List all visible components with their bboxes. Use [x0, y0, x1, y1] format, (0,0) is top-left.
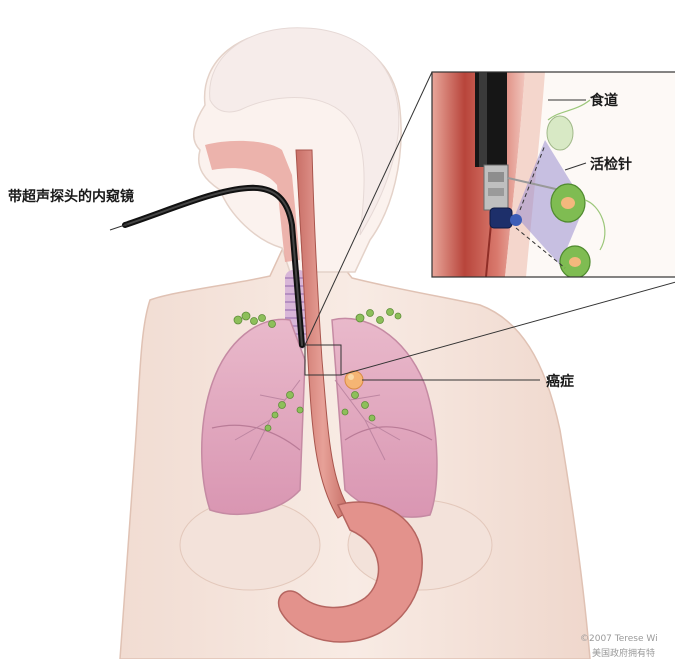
esophagus-label: 食道 [590, 90, 618, 110]
credit-line-2: 美国政府拥有特 [592, 646, 655, 659]
inset-magnified-view [432, 72, 675, 278]
credit-line-1: ©2007 Terese Wi [580, 634, 658, 644]
endoscope-label: 带超声探头的内窥镜 [8, 186, 134, 206]
tumor [345, 371, 363, 389]
biopsy-needle-label: 活检针 [590, 154, 632, 174]
cancer-label: 癌症 [546, 371, 574, 391]
